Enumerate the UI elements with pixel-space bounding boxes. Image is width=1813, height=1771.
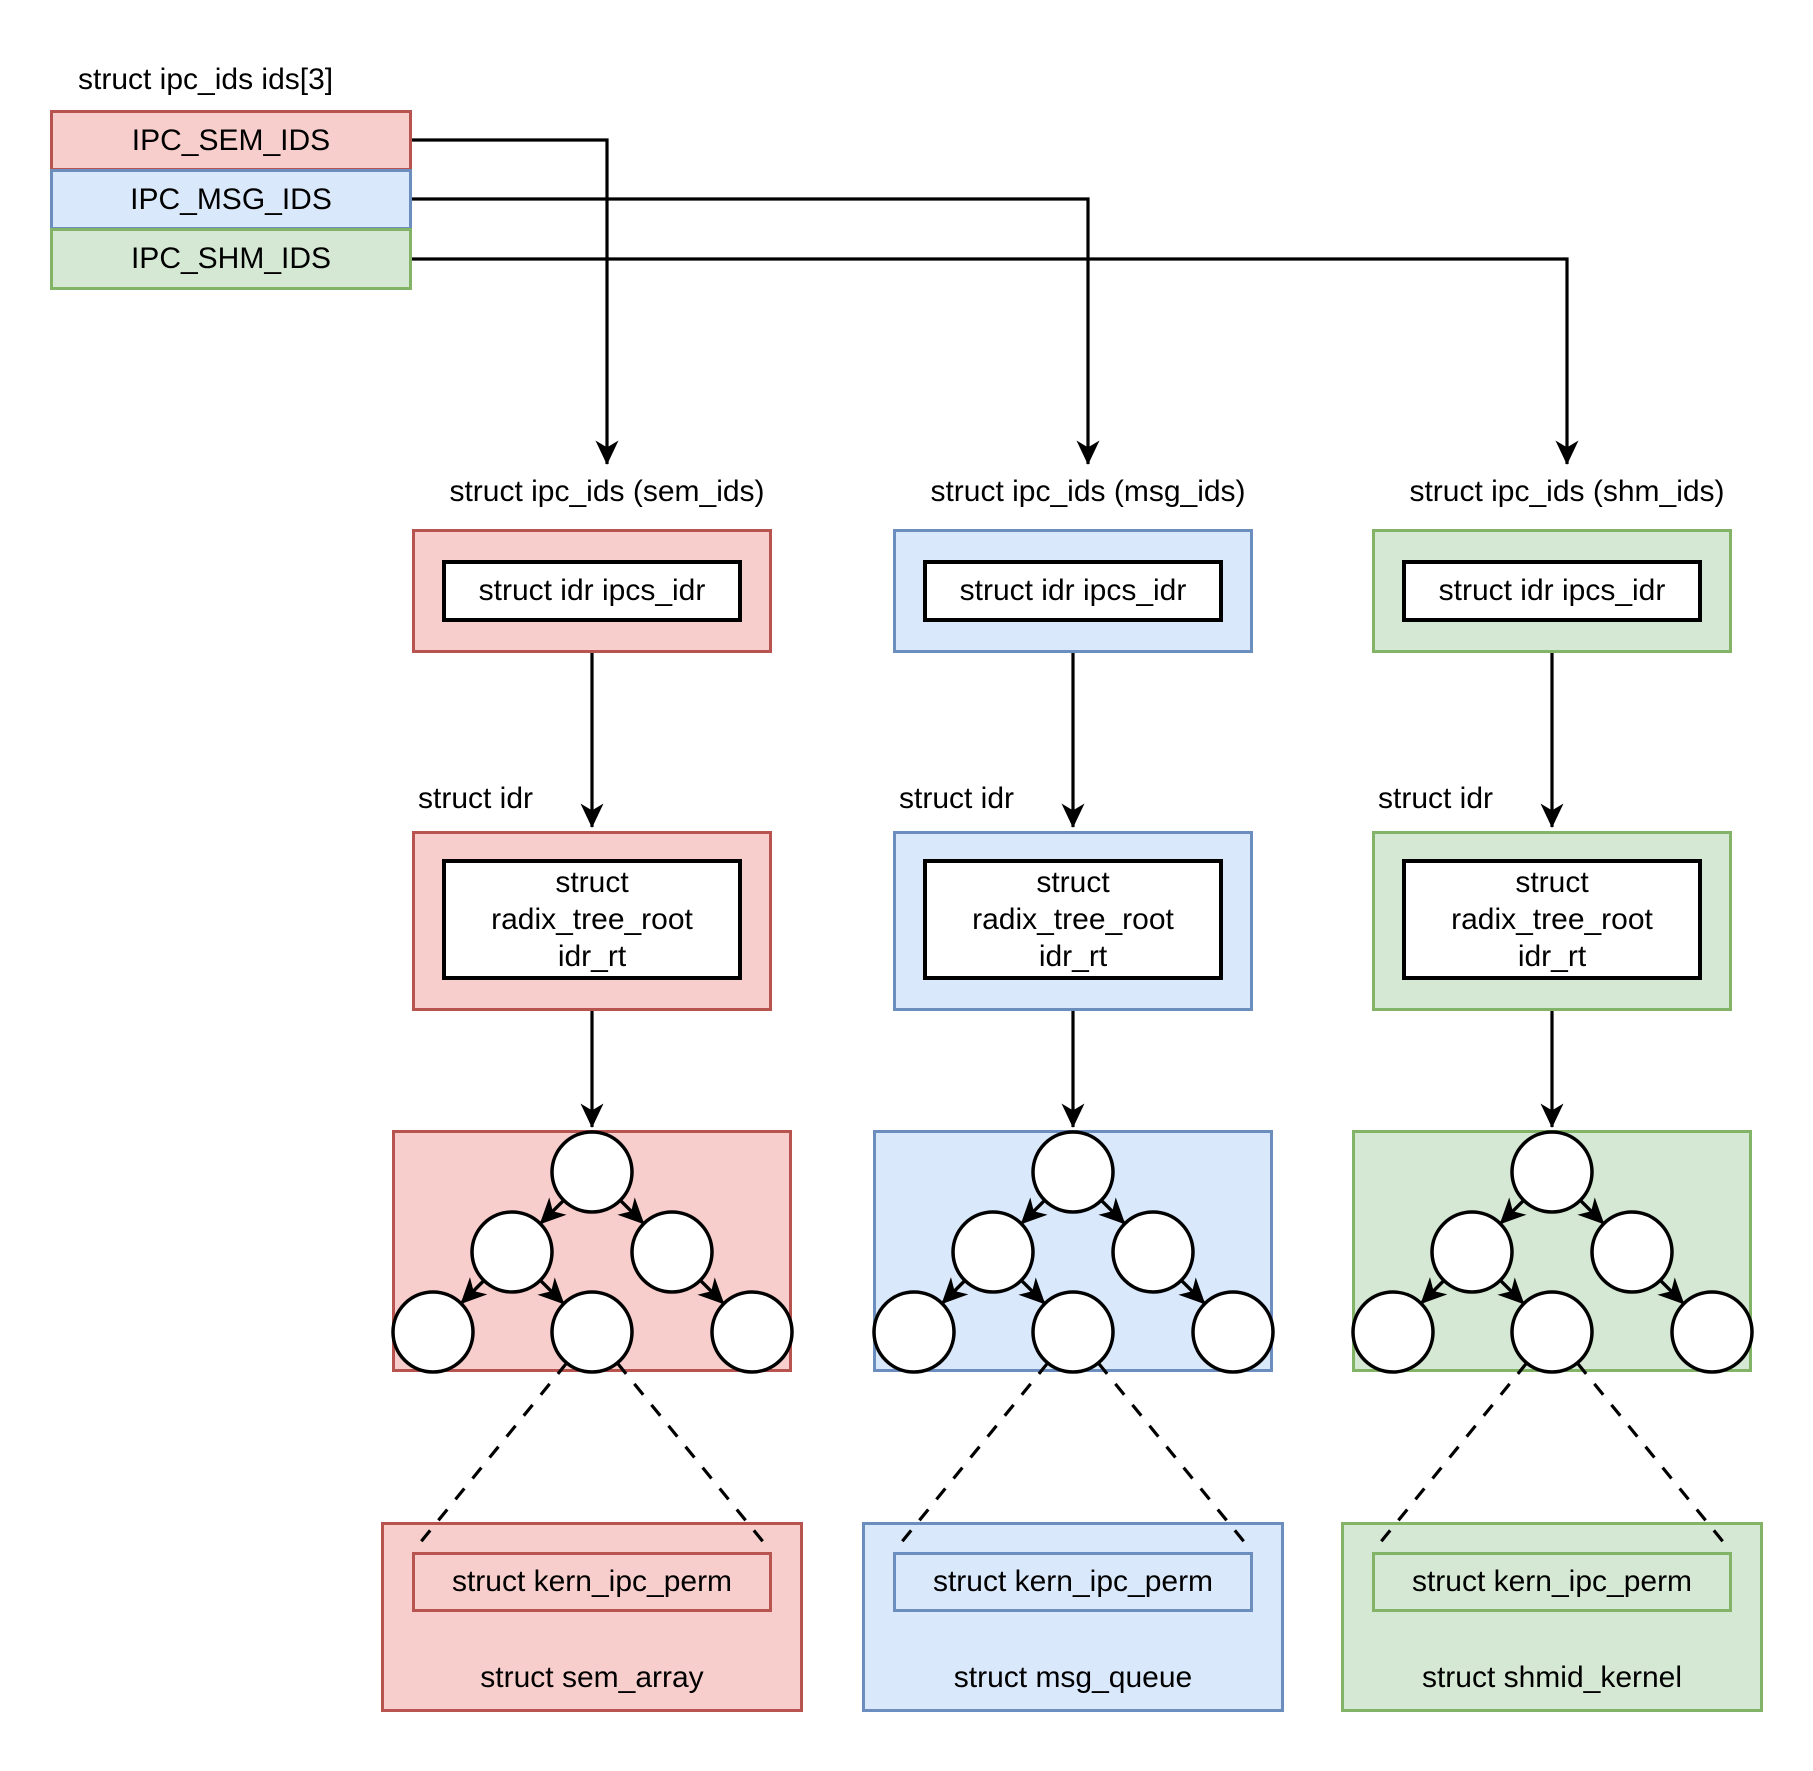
shm-radix-tree-box bbox=[1352, 1130, 1752, 1372]
msg-queue-label: struct msg_queue bbox=[953, 1661, 1193, 1694]
shm-ids-pointer-line bbox=[412, 257, 1579, 465]
sem-ids-pointer-line bbox=[412, 138, 619, 465]
sem-kern-ipc-perm-box: struct kern_ipc_perm bbox=[412, 1552, 772, 1612]
shm-radix-tree-root-box: struct radix_tree_root idr_rt bbox=[1402, 859, 1702, 980]
msg-ipcs-idr-box: struct idr ipcs_idr bbox=[923, 560, 1223, 622]
msg-radix-tree-box bbox=[873, 1130, 1273, 1372]
msg-radix-tree-root-box: struct radix_tree_root idr_rt bbox=[923, 859, 1223, 980]
shm-idr-label: struct idr bbox=[1378, 782, 1494, 815]
msg-ipc-ids-label: struct ipc_ids (msg_ids) bbox=[930, 475, 1246, 508]
msg-kern-ipc-perm-label: struct kern_ipc_perm bbox=[932, 1565, 1214, 1598]
sem-idr-label: struct idr bbox=[418, 782, 534, 815]
msg-ipcs-idr-label: struct idr ipcs_idr bbox=[959, 574, 1187, 607]
sem-ipcs-idr-label: struct idr ipcs_idr bbox=[478, 574, 706, 607]
shm-ipcs-idr-label: struct idr ipcs_idr bbox=[1438, 574, 1666, 607]
sem-radix-tree-root-box: struct radix_tree_root idr_rt bbox=[442, 859, 742, 980]
shmid-kernel-label: struct shmid_kernel bbox=[1421, 1661, 1683, 1694]
ids-row-shm-label: IPC_SHM_IDS bbox=[130, 242, 332, 275]
sem-radix-tree-root-label: struct radix_tree_root idr_rt bbox=[491, 866, 693, 973]
ids-array-title: struct ipc_ids ids[3] bbox=[78, 63, 334, 96]
msg-kern-ipc-perm-box: struct kern_ipc_perm bbox=[893, 1552, 1253, 1612]
ids-row-shm: IPC_SHM_IDS bbox=[50, 228, 412, 290]
ids-row-sem: IPC_SEM_IDS bbox=[50, 110, 412, 171]
sem-ipc-ids-label: struct ipc_ids (sem_ids) bbox=[449, 475, 765, 508]
ids-row-sem-label: IPC_SEM_IDS bbox=[131, 123, 331, 157]
shm-radix-tree-root-label: struct radix_tree_root idr_rt bbox=[1451, 866, 1653, 973]
ids-row-msg-label: IPC_MSG_IDS bbox=[130, 182, 332, 216]
msg-radix-tree-root-label: struct radix_tree_root idr_rt bbox=[972, 866, 1174, 973]
msg-idr-label: struct idr bbox=[899, 782, 1015, 815]
shm-kern-ipc-perm-label: struct kern_ipc_perm bbox=[1411, 1565, 1693, 1598]
msg-ids-pointer-line bbox=[412, 197, 1100, 465]
sem-ipcs-idr-box: struct idr ipcs_idr bbox=[442, 560, 742, 622]
shm-ipc-ids-label: struct ipc_ids (shm_ids) bbox=[1409, 475, 1725, 508]
ids-row-msg: IPC_MSG_IDS bbox=[50, 169, 412, 230]
sem-radix-tree-box bbox=[392, 1130, 792, 1372]
shm-ipcs-idr-box: struct idr ipcs_idr bbox=[1402, 560, 1702, 622]
shm-kern-ipc-perm-box: struct kern_ipc_perm bbox=[1372, 1552, 1732, 1612]
sem-array-label: struct sem_array bbox=[480, 1661, 704, 1694]
sem-kern-ipc-perm-label: struct kern_ipc_perm bbox=[451, 1565, 733, 1598]
